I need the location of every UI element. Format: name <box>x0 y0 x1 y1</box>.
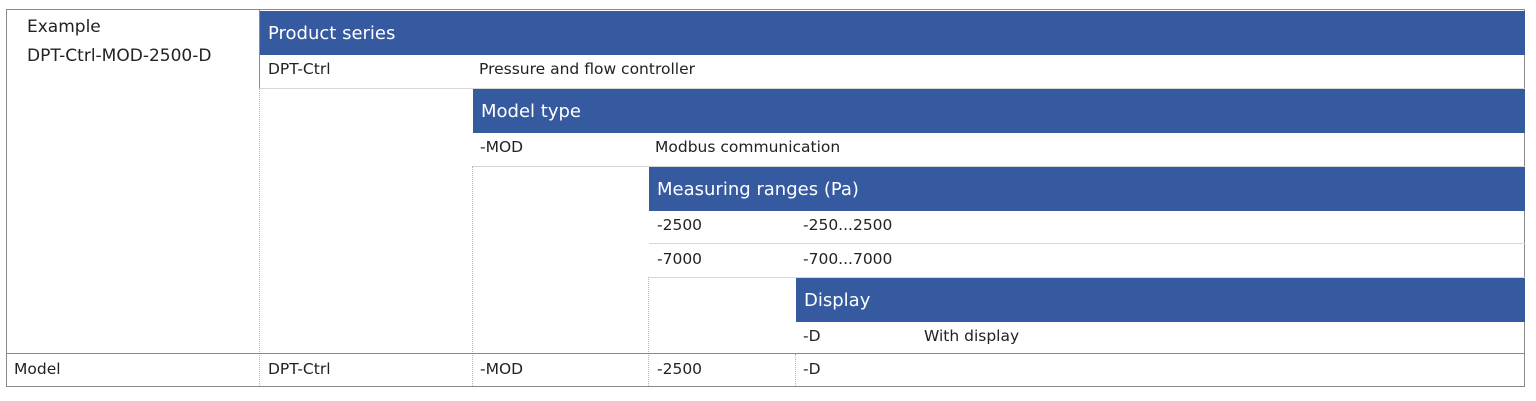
display-header: Display <box>796 278 1525 322</box>
row-divider <box>473 166 1525 167</box>
display-description: With display <box>924 327 1020 345</box>
measuring-ranges-header-label: Measuring ranges (Pa) <box>657 178 859 200</box>
column-divider <box>259 88 260 386</box>
measuring-range-value: -250...2500 <box>803 216 893 234</box>
row-divider <box>649 243 1525 244</box>
column-divider <box>795 354 796 386</box>
model-value-display: -D <box>803 360 821 378</box>
measuring-ranges-header: Measuring ranges (Pa) <box>649 167 1525 211</box>
example-label: Example <box>27 17 101 37</box>
row-divider <box>649 277 1525 278</box>
measuring-range-code: -2500 <box>657 216 703 234</box>
product-series-description: Pressure and flow controller <box>479 60 695 78</box>
model-value-range: -2500 <box>657 360 703 378</box>
column-divider <box>472 166 473 386</box>
model-label: Model <box>14 360 61 378</box>
model-type-description: Modbus communication <box>655 138 841 156</box>
row-divider <box>260 88 1525 89</box>
product-series-header-label: Product series <box>268 22 396 44</box>
model-type-code: -MOD <box>480 138 524 156</box>
product-series-code: DPT-Ctrl <box>268 60 331 78</box>
column-divider <box>259 10 260 88</box>
measuring-range-code: -7000 <box>657 250 703 268</box>
model-type-header-label: Model type <box>481 100 581 122</box>
column-divider <box>648 277 649 386</box>
example-code: DPT-Ctrl-MOD-2500-D <box>27 46 212 66</box>
display-code: -D <box>803 327 821 345</box>
product-series-header: Product series <box>260 11 1525 55</box>
model-value-type: -MOD <box>480 360 524 378</box>
display-header-label: Display <box>804 289 871 311</box>
measuring-range-value: -700...7000 <box>803 250 893 268</box>
model-type-header: Model type <box>473 89 1525 133</box>
model-value-series: DPT-Ctrl <box>268 360 331 378</box>
model-row-divider <box>6 353 1525 354</box>
